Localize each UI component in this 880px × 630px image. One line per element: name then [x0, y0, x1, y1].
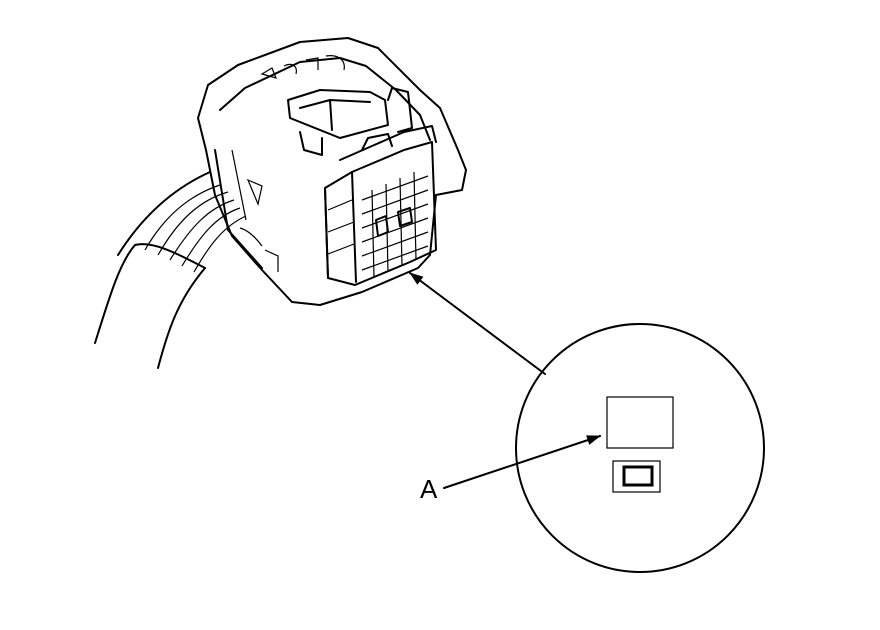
callout-label-a: A: [420, 474, 438, 504]
terminal-grid: [361, 171, 429, 279]
callout-a-leader: [443, 435, 601, 489]
label-area: [606, 396, 674, 449]
mark-inner-rectangle: [622, 465, 654, 487]
detail-circle: [515, 323, 765, 573]
connector-housing: [197, 37, 467, 306]
pointer-arrow: [409, 272, 546, 375]
mark-outer-box: [612, 460, 661, 493]
wire-harness: [94, 171, 247, 369]
